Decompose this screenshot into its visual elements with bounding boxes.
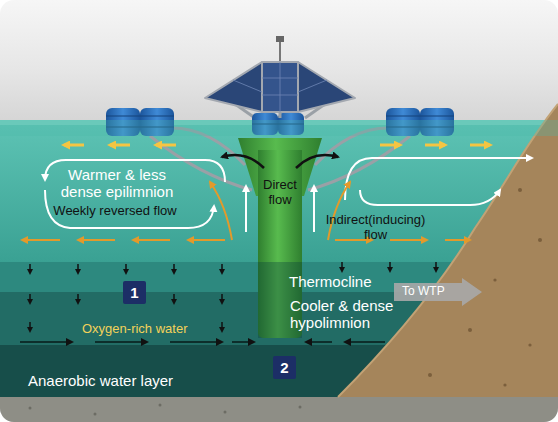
shore-dot <box>538 238 542 242</box>
water-note: Oxygen-rich water <box>82 322 207 337</box>
surface-arrow <box>470 144 490 147</box>
sinking-arrow <box>389 262 391 271</box>
sinking-arrow <box>125 264 127 273</box>
surface-arrows <box>64 144 490 147</box>
surface-arrow <box>425 144 445 147</box>
solar-cells <box>233 62 327 112</box>
antenna-head <box>276 36 284 42</box>
inducing-arrow <box>188 239 225 241</box>
solar-cell-line <box>233 80 262 92</box>
shore-dot <box>493 278 496 281</box>
intake-arrow <box>345 341 385 343</box>
inducing-arrow <box>78 239 115 241</box>
layer-label: Warmer & less dense epilimnion <box>52 166 182 201</box>
solar-panel <box>298 62 355 112</box>
sinking-arrow <box>221 264 223 273</box>
direct-flow-arrow <box>313 186 315 232</box>
sinking-arrow <box>29 264 31 273</box>
sinking-arrow <box>221 294 223 303</box>
sinking-arrow <box>77 294 79 303</box>
intake-arrow <box>306 341 332 343</box>
intake-arrow <box>232 341 254 343</box>
surface-arrow <box>110 144 130 147</box>
shore-dot <box>518 188 522 192</box>
solar-panel <box>205 62 262 112</box>
surface-arrow <box>64 144 84 147</box>
shore-dot <box>428 373 432 377</box>
sinking-arrow <box>77 264 79 273</box>
intake-arrow <box>170 341 222 343</box>
inducing-arrow <box>390 239 427 241</box>
barrel-ridge <box>106 116 174 117</box>
lake-bed-dots <box>29 404 302 416</box>
outflow-arrow-shape: To WTP <box>394 281 482 303</box>
barrel-ridge <box>386 116 454 117</box>
flow-label: Direct flow <box>258 178 302 208</box>
bed-dot <box>94 413 97 416</box>
bed-dot <box>29 407 32 410</box>
inducing-arrow <box>445 239 470 241</box>
surface-arrow <box>156 144 176 147</box>
lake-bed <box>0 397 558 422</box>
sinking-arrow <box>435 262 437 271</box>
inducing-arrow <box>22 239 60 241</box>
solar-panel <box>262 62 298 112</box>
flow-label: Indirect(inducing) flow <box>313 213 438 243</box>
shore-dot <box>468 328 472 332</box>
sinking-arrow <box>341 262 343 271</box>
solar-cell-line <box>298 80 327 92</box>
shore-dot <box>503 383 506 386</box>
sinking-arrow <box>173 294 175 303</box>
intake-arrow <box>95 341 147 343</box>
solar-cell-line <box>280 62 281 112</box>
inducing-arrow <box>133 239 170 241</box>
sinking-arrow <box>173 264 175 273</box>
solar-roof <box>205 62 355 112</box>
bed-dot <box>299 406 302 409</box>
callout-number-text: 1 <box>123 284 146 301</box>
callout-number-text: 2 <box>273 359 296 376</box>
water-tint <box>0 120 558 136</box>
intake-arrow <box>20 341 72 343</box>
layer-label: Thermocline <box>289 273 399 290</box>
layer-label: Cooler & dense hypolimnion <box>290 297 415 332</box>
direct-flow-arrow <box>245 186 247 232</box>
callout-number: 2 <box>273 356 296 379</box>
frame-pole <box>279 112 282 118</box>
sinking-arrow <box>29 294 31 303</box>
flow-label: Weekly reversed flow <box>40 204 190 219</box>
sinking-arrow <box>221 322 223 331</box>
sinking-arrow <box>29 322 31 331</box>
bed-dot <box>159 404 162 407</box>
outflow-label: To WTP <box>402 285 464 299</box>
shore-dot <box>528 343 531 346</box>
surface-arrow <box>380 144 400 147</box>
layer-label: Anaerobic water layer <box>28 372 218 389</box>
antenna <box>279 40 281 62</box>
callout-number: 1 <box>123 281 146 304</box>
bed-dot <box>224 411 227 414</box>
